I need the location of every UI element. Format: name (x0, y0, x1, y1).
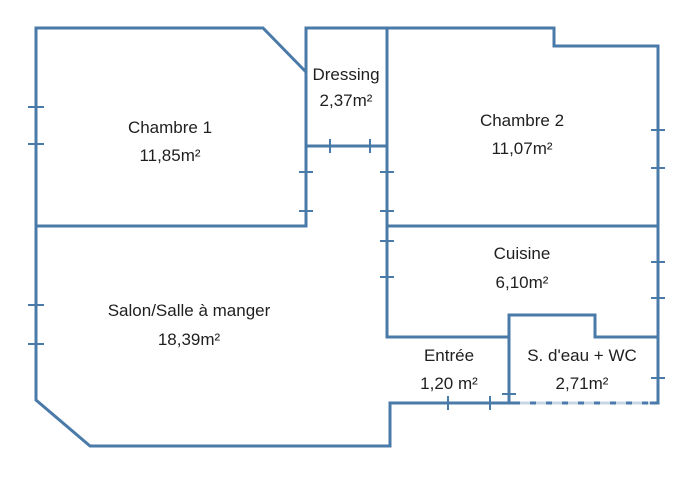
room-entree-area: 1,20 m² (420, 374, 478, 393)
room-dressing-area: 2,37m² (320, 91, 373, 110)
room-labels: Chambre 1 11,85m² Dressing 2,37m² Chambr… (108, 65, 637, 393)
room-sdeau-area: 2,71m² (556, 374, 609, 393)
room-dressing-name: Dressing (312, 65, 379, 84)
room-salon-area: 18,39m² (158, 330, 221, 349)
room-chambre-2-area: 11,07m² (491, 139, 552, 158)
room-chambre-1-name: Chambre 1 (128, 118, 212, 137)
room-entree-name: Entrée (424, 346, 474, 365)
room-cuisine-name: Cuisine (494, 244, 551, 263)
room-chambre-1-area: 11,85m² (139, 146, 200, 165)
room-chambre-2-name: Chambre 2 (480, 111, 564, 130)
room-cuisine-area: 6,10m² (496, 273, 549, 292)
wall-dressing-east (385, 26, 511, 339)
wall-bathroom (507, 313, 660, 405)
walls (34, 26, 660, 448)
door-window-marks (28, 106, 665, 410)
room-salon-name: Salon/Salle à manger (108, 301, 271, 320)
room-sdeau-name: S. d'eau + WC (527, 346, 637, 365)
